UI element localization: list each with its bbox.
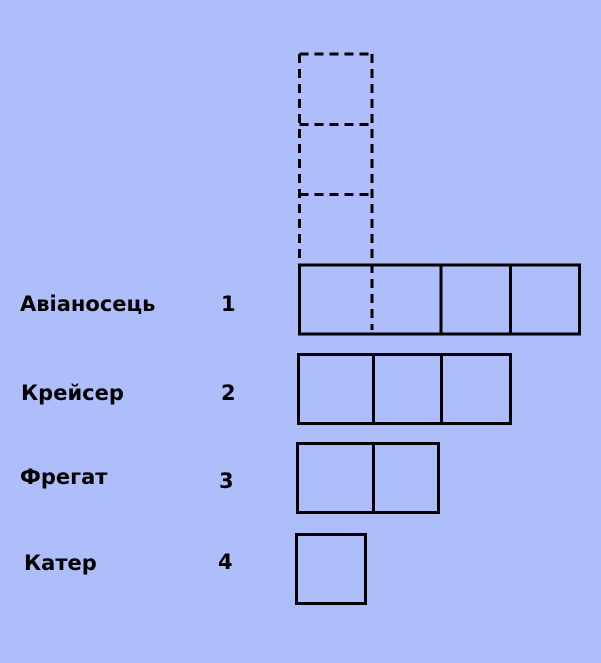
- ship-outline-cruiser: [297, 353, 512, 425]
- ship-name-boat: Катер: [24, 551, 97, 575]
- carrier-vertical-hint: [298, 52, 374, 330]
- ship-name-carrier: Авіаносець: [20, 292, 155, 316]
- ship-outline-frigate: [296, 442, 440, 514]
- ship-count-cruiser: 2: [221, 381, 236, 405]
- ship-count-boat: 4: [218, 550, 233, 574]
- ship-count-frigate: 3: [219, 469, 234, 493]
- ship-name-cruiser: Крейсер: [21, 381, 124, 405]
- ship-outline-boat: [295, 533, 367, 605]
- ship-count-carrier: 1: [221, 292, 236, 316]
- ship-row-cruiser: Крейсер 2: [21, 353, 512, 425]
- ship-row-carrier: Авіаносець 1: [20, 263, 581, 336]
- ship-row-frigate: Фрегат 3: [20, 442, 440, 514]
- ship-name-frigate: Фрегат: [20, 465, 108, 489]
- ship-row-boat: Катер 4: [24, 533, 367, 605]
